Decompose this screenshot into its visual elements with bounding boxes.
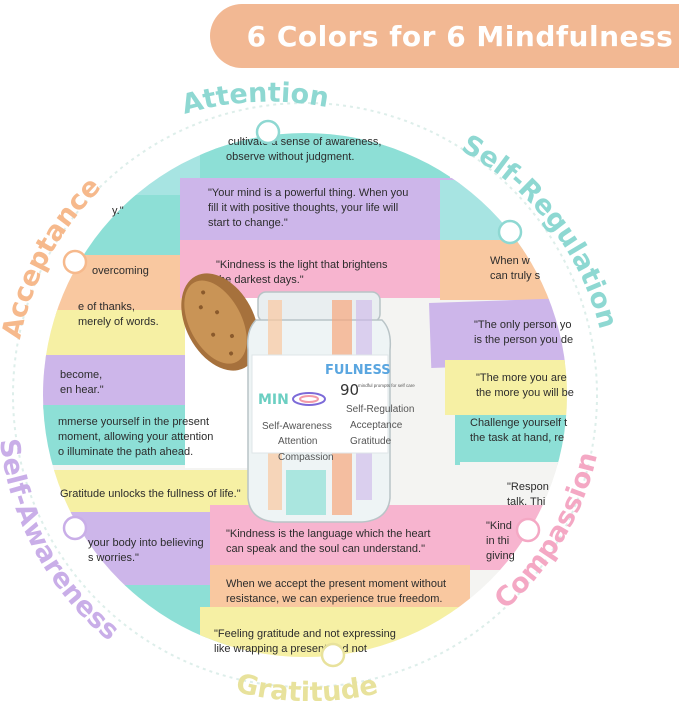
card-text: overcoming (92, 265, 149, 277)
logo-swirl-icon (292, 392, 326, 406)
card-text: e of thanks, (78, 301, 135, 313)
card-text: en hear." (60, 384, 104, 396)
card-text: the darkest days." (216, 274, 304, 286)
jar-item: Acceptance (350, 420, 403, 431)
card-text: "Respon (507, 481, 549, 493)
card-text: is the person you de (474, 334, 573, 346)
outer-ring (12, 102, 598, 688)
card-text: "The more you are (476, 372, 567, 384)
glass-jar: MIN FULNESS 90 mindful prompts for self … (246, 291, 415, 523)
card-text: Gratitude unlocks the fullness of life." (60, 488, 241, 500)
marker-self-awareness (62, 515, 88, 541)
marker-attention (255, 119, 281, 145)
jar-item: Self-Awareness (262, 421, 332, 432)
jar-count-sub: mindful prompts for self care (358, 383, 415, 388)
jar-count: 90 (340, 381, 359, 399)
card-text: your body into believing (88, 537, 204, 549)
banner-title: 6 Colors for 6 Mindfulness (246, 19, 674, 53)
marker-acceptance (62, 249, 88, 275)
jar-item: Compassion (278, 452, 334, 463)
card-text: in thi (486, 535, 509, 547)
card-text: fill it with positive thoughts, your lif… (208, 202, 398, 214)
ring-markers (62, 119, 541, 668)
card-text: "The only person yo (474, 319, 571, 331)
card-text: observe without judgment. (226, 151, 354, 163)
card-text: cultivate a sense of awareness, (228, 136, 381, 148)
card-text: Challenge yourself t (470, 417, 567, 429)
label-attention: Attention (178, 78, 331, 121)
marker-gratitude (320, 642, 346, 668)
card-text: s worries." (88, 552, 139, 564)
card-text: become, (60, 369, 102, 381)
jar-item: Self-Regulation (346, 404, 414, 415)
card-text: "Kindness is the light that brightens (216, 259, 388, 271)
card-text: giving (486, 550, 515, 562)
card-text: When we accept the present moment withou… (226, 578, 446, 590)
cork-lid (181, 273, 259, 371)
card-text: "Kindness is the language which the hear… (226, 528, 430, 540)
card-text: "Feeling gratitude and not expressing (214, 628, 396, 640)
card-text: When w (490, 255, 530, 267)
card-text: merely of words. (78, 316, 159, 328)
jar-item: Attention (278, 436, 317, 447)
card-text: o illuminate the path ahead. (58, 446, 193, 458)
card-text: "Kind (486, 520, 512, 532)
card-text: moment, allowing your attention (58, 431, 213, 443)
jar-item: Gratitude (350, 436, 392, 447)
card-text: y." (112, 205, 124, 217)
card-text: the task at hand, re (470, 432, 564, 444)
card-text: the more you will be (476, 387, 574, 399)
card-text: "Your mind is a powerful thing. When you (208, 187, 408, 199)
marker-self-regulation (497, 219, 523, 245)
marker-compassion (515, 517, 541, 543)
jar-logo-left: MIN (258, 392, 289, 408)
card-text: can truly s (490, 270, 541, 282)
title-banner: 6 Colors for 6 Mindfulness (210, 4, 679, 68)
card-text: start to change." (208, 217, 288, 229)
card-text: resistance, we can experience true freed… (226, 593, 442, 605)
label-gratitude: Gratitude (233, 668, 380, 701)
card-text: mmerse yourself in the present (58, 416, 209, 428)
jar-logo-right: FULNESS (325, 363, 391, 378)
card-text: talk. Thi (507, 496, 545, 508)
card-text: can speak and the soul can understand." (226, 543, 425, 555)
